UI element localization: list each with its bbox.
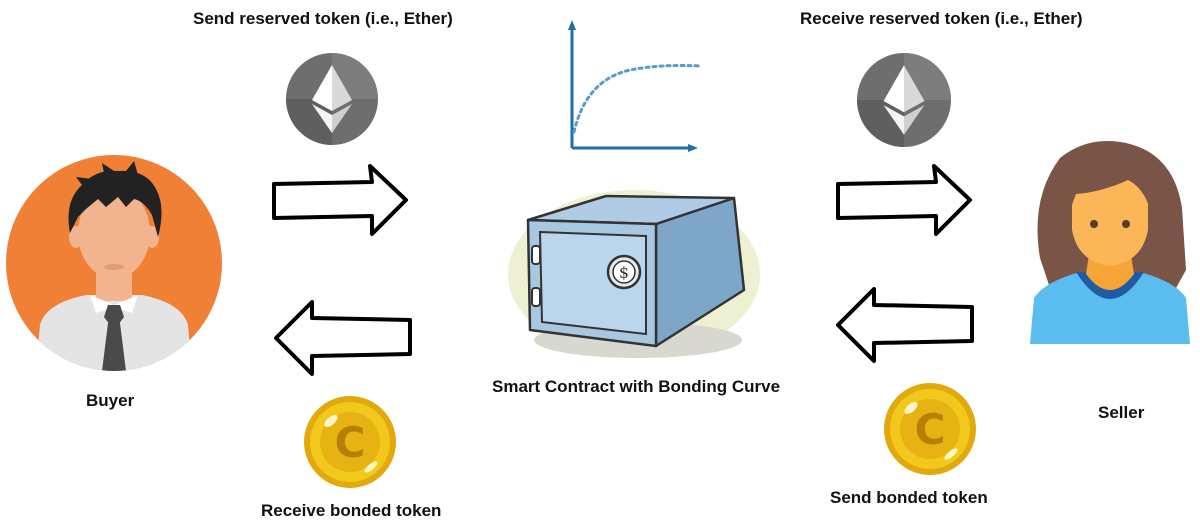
arrow-right-icon — [834, 160, 976, 240]
bonded-token-coin-icon: C — [303, 395, 397, 489]
ethereum-coin-icon — [286, 53, 378, 145]
arrow-right-icon — [270, 160, 412, 240]
arrow-left-icon — [272, 298, 414, 378]
safe-dollar-symbol: $ — [619, 263, 629, 282]
seller-avatar-icon — [1030, 138, 1190, 344]
safe-icon: $ — [506, 184, 762, 360]
send-reserved-token-label: Send reserved token (i.e., Ether) — [193, 9, 453, 28]
receive-bonded-token-label: Receive bonded token — [261, 501, 442, 520]
send-bonded-token-label: Send bonded token — [830, 488, 988, 507]
receive-reserved-token-label: Receive reserved token (i.e., Ether) — [800, 9, 1083, 28]
svg-text:C: C — [915, 405, 946, 454]
buyer-label: Buyer — [86, 391, 135, 410]
seller-label: Seller — [1098, 403, 1145, 422]
ethereum-coin-icon — [857, 53, 951, 147]
arrow-left-icon — [834, 285, 976, 365]
buyer-avatar-icon — [6, 155, 222, 371]
bonded-token-coin-icon: C — [883, 382, 977, 476]
smart-contract-label: Smart Contract with Bonding Curve — [492, 377, 781, 396]
svg-text:C: C — [335, 418, 366, 467]
bonding-curve-chart-icon — [560, 14, 704, 156]
